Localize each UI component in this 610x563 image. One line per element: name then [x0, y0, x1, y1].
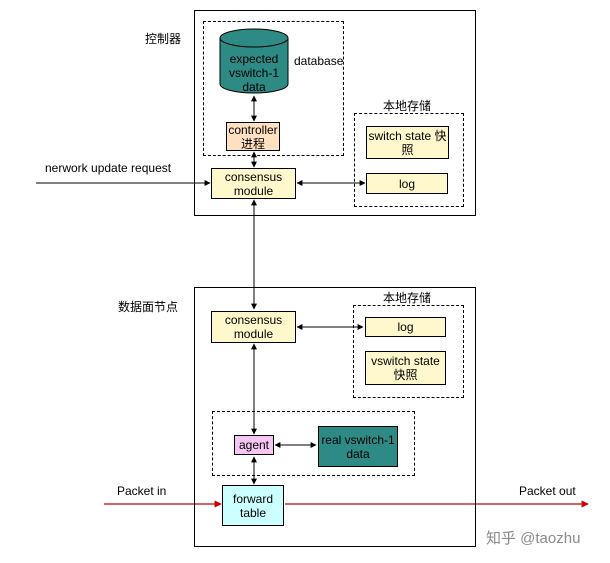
- controller-storage-group: [354, 113, 464, 207]
- dataplane-title: 数据面节点: [118, 300, 179, 314]
- controller-storage-title: 本地存储: [383, 99, 432, 113]
- controller-log-box: log: [366, 173, 448, 194]
- dataplane-frame: [194, 287, 476, 547]
- dataplane-snapshot-box: vswitch state 快照: [365, 351, 446, 385]
- controller-db-group: [203, 21, 344, 156]
- controller-title: 控制器: [145, 32, 182, 46]
- dataplane-consensus-box: consensus module: [211, 311, 296, 343]
- packet-out-label: Packet out: [519, 484, 576, 498]
- dataplane-storage-title: 本地存储: [383, 291, 432, 305]
- forward-table-box: forward table: [222, 485, 284, 526]
- controller-process-box: controller 进程: [226, 122, 280, 151]
- controller-consensus-box: consensus module: [211, 168, 296, 199]
- agent-box: agent: [234, 435, 274, 455]
- watermark: 知乎 @taozhu: [486, 530, 581, 547]
- database-label: database: [294, 54, 344, 68]
- controller-frame: [194, 10, 476, 216]
- packet-in-label: Packet in: [117, 484, 167, 498]
- network-update-label: nerwork update request: [45, 161, 172, 175]
- database-cylinder: [219, 28, 289, 94]
- dataplane-log-box: log: [365, 317, 446, 337]
- dataplane-storage-group: [353, 305, 464, 398]
- controller-snapshot-box: switch state 快照: [366, 126, 449, 159]
- real-data-box: real vswitch-1 data: [318, 426, 398, 467]
- expected-data-label: expected vswitch-1 data: [228, 52, 279, 94]
- agent-group: [212, 411, 415, 476]
